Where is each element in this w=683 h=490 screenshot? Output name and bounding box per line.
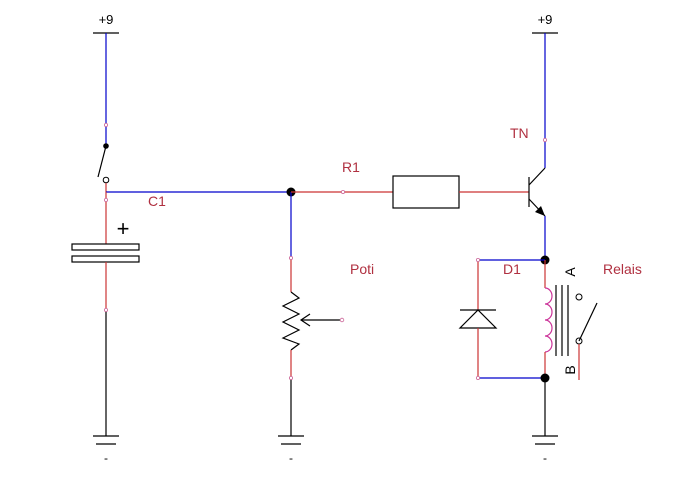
ground-left-label: - xyxy=(104,451,108,465)
r1-label: R1 xyxy=(342,159,360,175)
ground-mid: - xyxy=(278,435,304,465)
ground-left: - xyxy=(93,435,119,465)
relais-label: Relais xyxy=(603,261,642,277)
connection-pins xyxy=(104,123,548,380)
ground-mid-label: - xyxy=(289,451,293,465)
tn-label: TN xyxy=(510,125,529,141)
diode-d1 xyxy=(458,309,498,329)
supply-left-label: +9 xyxy=(99,12,114,27)
left-supply: +9 xyxy=(93,12,119,34)
c1-label: C1 xyxy=(148,193,166,209)
relay-coil xyxy=(544,287,553,353)
transistor-tn xyxy=(528,167,546,217)
right-supply: +9 xyxy=(532,12,558,34)
potentiometer-poti xyxy=(281,291,345,351)
d1-label: D1 xyxy=(503,261,521,277)
switch-s1 xyxy=(97,143,110,184)
relay-pin-a-label: A xyxy=(562,267,578,277)
poti-label: Poti xyxy=(350,261,374,277)
supply-right-label: +9 xyxy=(538,12,553,27)
relay-core xyxy=(555,285,569,356)
ground-right-label: - xyxy=(543,451,547,465)
resistor-r1 xyxy=(392,175,460,209)
ground-right: - xyxy=(532,435,558,465)
relay-contact xyxy=(575,293,598,380)
capacitor-plus-sign: + xyxy=(117,216,130,241)
relay-pin-b-label: B xyxy=(562,365,578,374)
